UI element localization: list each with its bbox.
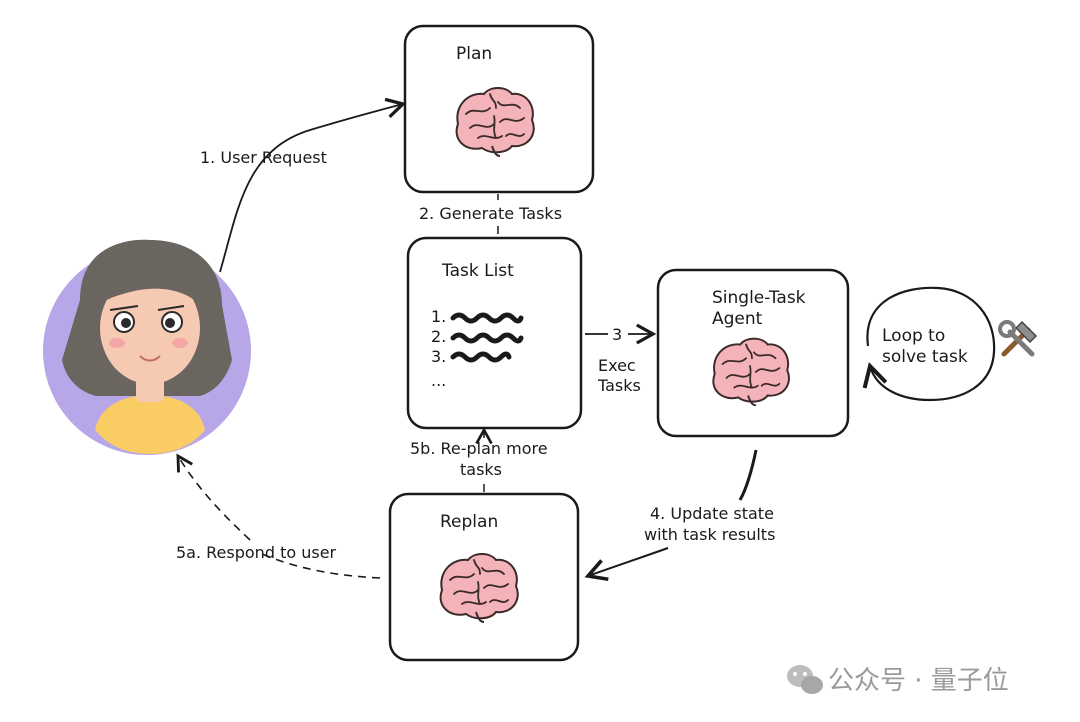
edge-exec-tasks: 3 Exec Tasks bbox=[585, 323, 657, 395]
user-avatar bbox=[43, 239, 251, 455]
edge-label-respond: 5a. Respond to user bbox=[176, 543, 337, 562]
edge-label-replan-more-line2: tasks bbox=[460, 460, 502, 479]
loop-label-line1: Loop to bbox=[882, 326, 945, 346]
edge-respond-user: 5a. Respond to user bbox=[176, 453, 381, 579]
edge-user-request: 1. User Request bbox=[200, 97, 407, 273]
replan-node: Replan bbox=[388, 492, 580, 662]
wechat-icon bbox=[787, 665, 823, 694]
scribble-line bbox=[450, 312, 524, 324]
loop-label-line2: solve task bbox=[882, 347, 968, 367]
agent-node: Single-Task Agent bbox=[656, 268, 850, 438]
task-list-title: Task List bbox=[441, 261, 514, 281]
edge-update-state: 4. Update state with task results bbox=[584, 449, 775, 582]
brain-icon bbox=[712, 337, 790, 407]
task-item-3: 3. bbox=[431, 347, 446, 366]
brain-icon bbox=[439, 553, 519, 623]
replan-title: Replan bbox=[440, 512, 498, 532]
task-list-node: Task List 1. 2. 3. ... bbox=[406, 236, 583, 430]
edge-label-exec-line2: Tasks bbox=[597, 376, 641, 395]
hammer-wrench-icon bbox=[998, 320, 1038, 357]
edge-label-update-line2: with task results bbox=[644, 525, 775, 544]
plan-title: Plan bbox=[456, 44, 492, 64]
task-item-more: ... bbox=[431, 371, 446, 390]
scribble-line bbox=[450, 351, 512, 363]
task-item-1: 1. bbox=[431, 307, 446, 326]
edge-label-exec-num: 3 bbox=[612, 325, 622, 344]
edge-replan-more: 5b. Re-plan more tasks bbox=[410, 427, 548, 492]
edge-generate-tasks: 2. Generate Tasks bbox=[419, 194, 562, 234]
agent-title-line2: Agent bbox=[712, 309, 763, 329]
task-item-2: 2. bbox=[431, 327, 446, 346]
edge-label-update-line1: 4. Update state bbox=[650, 504, 774, 523]
brain-icon bbox=[455, 87, 535, 157]
edge-label-replan-more-line1: 5b. Re-plan more bbox=[410, 439, 548, 458]
scribble-line bbox=[450, 332, 524, 344]
loop-node: Loop to solve task bbox=[862, 286, 996, 402]
watermark-text: 公众号 · 量子位 bbox=[828, 666, 1009, 696]
edge-label-user-request: 1. User Request bbox=[200, 148, 327, 167]
plan-node: Plan bbox=[403, 24, 595, 194]
watermark: 公众号 · 量子位 bbox=[787, 665, 1009, 696]
edge-label-generate-tasks: 2. Generate Tasks bbox=[419, 204, 562, 223]
agent-title-line1: Single-Task bbox=[712, 288, 806, 308]
edge-label-exec-line1: Exec bbox=[598, 356, 636, 375]
